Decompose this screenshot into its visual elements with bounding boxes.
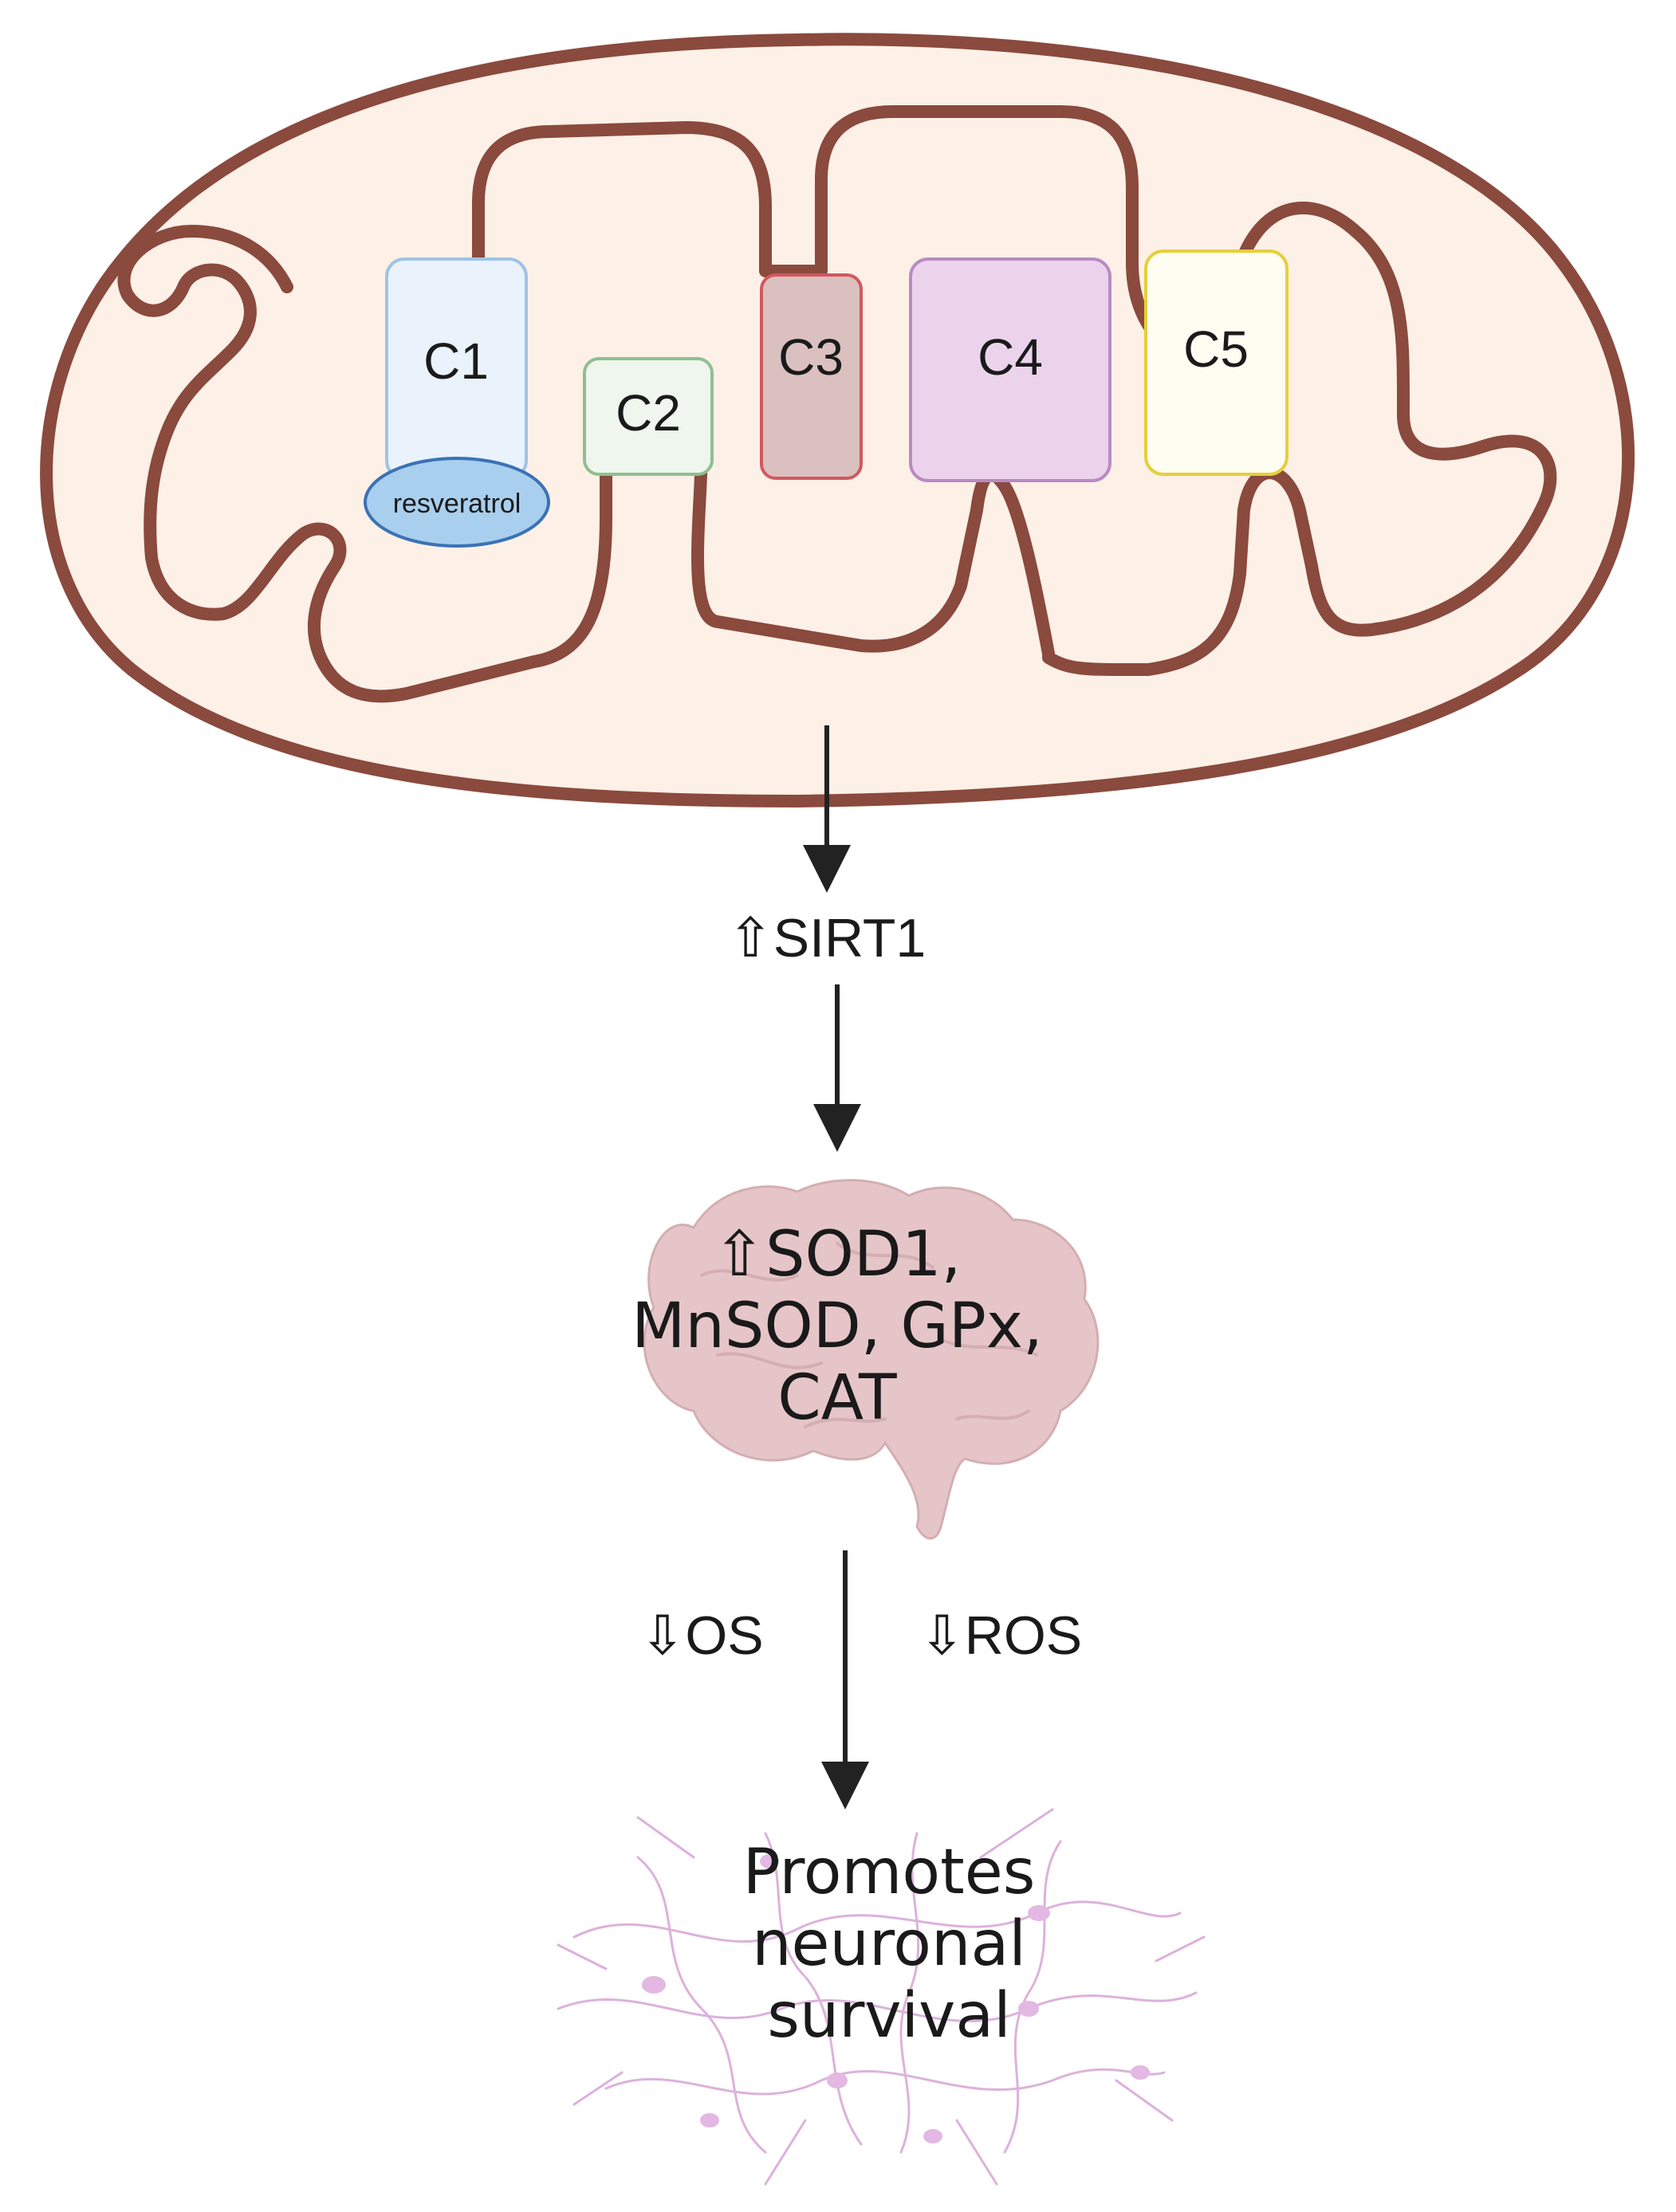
resveratrol-label: resveratrol [393,489,521,519]
resveratrol-marker: resveratrol [364,457,550,548]
neuron-cell-bodies [642,1854,1150,2143]
complex-c2-box [583,357,714,476]
brain-text-line-1: ⇧SOD1, [714,1219,962,1291]
complex-c4-label: C4 [978,328,1043,386]
neuron-network: Promotes neuronal survival [557,1808,1206,2186]
neuron-soma [827,2073,848,2088]
neuron-soma [642,1976,666,1994]
brain-shape [643,1179,1100,1540]
mitochondrion: C1 resveratrol C2 C3 C4 C5 [40,33,1635,808]
complex-c5-label: C5 [1183,320,1249,378]
neuron-soma [1028,1905,1050,1921]
brain-illustration: ⇧SOD1, MnSOD, GPx, CAT [631,1179,1100,1540]
complex-c2-label: C2 [616,384,681,442]
brain-folds [700,1242,1038,1428]
neuron-soma [700,2113,719,2128]
neuron-soma [923,2129,942,2143]
complex-c3-box [760,273,863,480]
neuron-soma [1131,2065,1150,2080]
resveratrol-ellipse [364,457,550,548]
neuron-fibers [557,1808,1206,2186]
neuron-soma [1018,2001,1039,2017]
os-effect-label: ⇩OS [639,1605,763,1666]
sirt1-label: ⇧SIRT1 [728,908,926,968]
outcome-text-line-1: Promotes [743,1837,1036,1908]
complex-c4: C4 [909,257,1111,482]
complex-c5: C5 [1144,249,1288,476]
outcome-text-line-3: survival [767,1980,1011,2052]
complex-c1: C1 [385,257,528,480]
brain-text-line-2: MnSOD, GPx, [631,1291,1043,1362]
complex-c2: C2 [583,357,714,476]
neuron-soma [760,1854,779,1868]
outcome-text-line-2: neuronal [752,1908,1026,1980]
ros-effect-label: ⇩ROS [919,1605,1082,1666]
complex-c1-label: C1 [423,332,489,390]
brain-text-line-3: CAT [777,1362,897,1434]
complex-c3: C3 [760,273,863,480]
complex-c4-box [909,257,1111,482]
complex-c5-box [1144,249,1288,476]
complex-c3-label: C3 [778,328,844,386]
